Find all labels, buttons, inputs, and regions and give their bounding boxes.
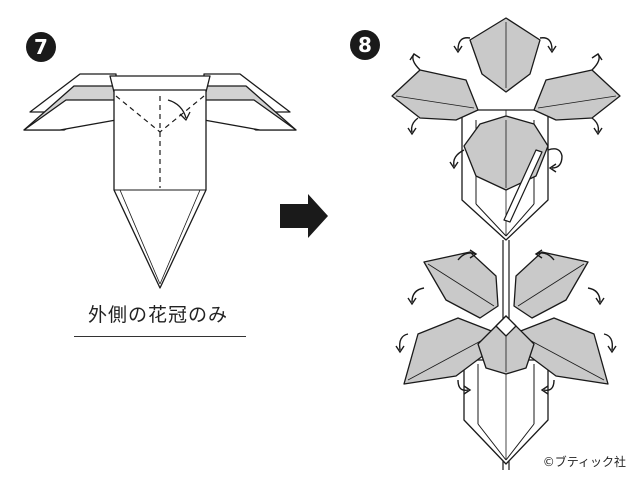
fold-lines <box>115 95 205 188</box>
petal-right <box>533 69 621 121</box>
left-wing-front <box>23 99 117 131</box>
step-7-illustration <box>23 73 297 289</box>
caption-underline <box>74 336 246 337</box>
step-8-bottom-flower <box>403 251 609 465</box>
copyright-credit: ©ブティック社 <box>542 455 626 469</box>
rotate-arrow-icon <box>407 37 603 173</box>
rotate-arrow-icon <box>395 249 617 395</box>
arrow-right-icon <box>280 194 328 238</box>
flower-center <box>495 315 517 337</box>
step-7-caption: 外側の花冠のみ <box>87 304 228 326</box>
petal-top <box>469 17 541 93</box>
petal-left <box>391 69 479 121</box>
step-7-badge: 7 <box>26 32 56 62</box>
center-stem <box>113 89 207 289</box>
rod <box>503 149 543 223</box>
right-wing-front <box>203 99 297 131</box>
fold-arrow-icon <box>167 99 191 121</box>
step-8-badge: 8 <box>350 30 380 60</box>
step-8-top-flower <box>391 17 621 241</box>
